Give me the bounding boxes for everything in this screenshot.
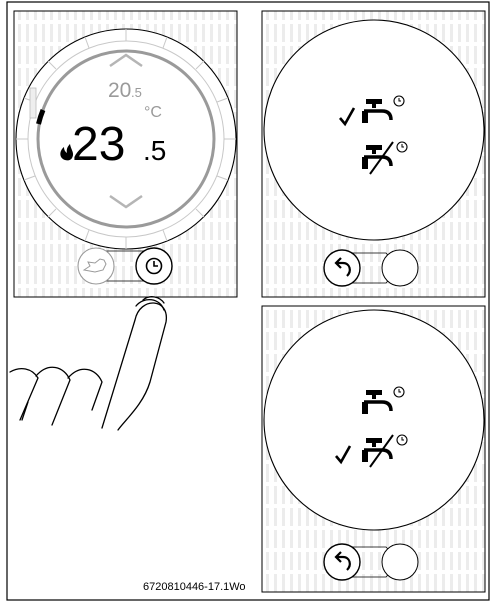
set-temperature-decimal: .5 xyxy=(131,85,142,100)
temperature-unit: °C xyxy=(144,104,162,121)
back-button[interactable] xyxy=(324,250,360,286)
figure-id: 6720810446-17.1Wo xyxy=(143,581,246,593)
set-temperature-value: 20 xyxy=(108,79,131,102)
panel-dhw-selected xyxy=(262,11,485,297)
panel-thermostat: 20 .5 °C 23 .5 xyxy=(14,11,237,297)
back-button[interactable] xyxy=(324,544,360,580)
panel-dhw-off-selected xyxy=(262,306,485,592)
right-button[interactable] xyxy=(382,544,418,580)
manual-mode-button[interactable] xyxy=(78,248,114,284)
current-temperature-value: 23 xyxy=(72,118,125,171)
right-button[interactable] xyxy=(382,250,418,286)
pointing-finger-icon xyxy=(10,297,166,430)
current-temperature-decimal: .5 xyxy=(143,135,166,166)
